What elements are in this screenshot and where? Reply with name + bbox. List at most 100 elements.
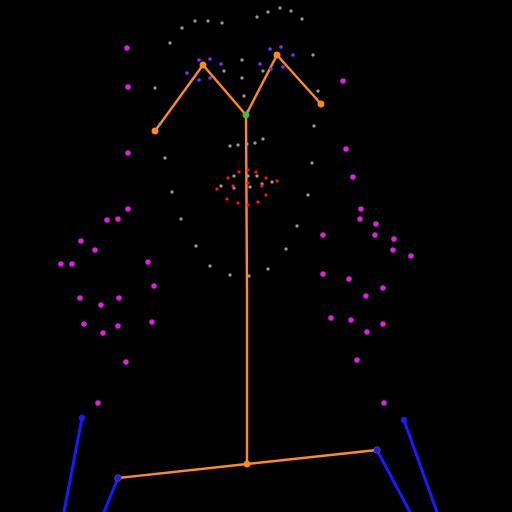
- face-landmark: [266, 10, 270, 14]
- face-landmark: [194, 244, 198, 248]
- face-landmark: [219, 184, 223, 188]
- hand-landmark: [372, 232, 378, 238]
- face-landmark: [240, 76, 244, 80]
- face-landmark: [236, 143, 240, 147]
- hand-landmark: [363, 293, 369, 299]
- eye-landmark: [258, 62, 262, 66]
- eye-landmark: [281, 65, 285, 69]
- body-joint: [151, 127, 159, 135]
- face-landmark: [311, 53, 315, 57]
- leg-bone: [102, 476, 120, 512]
- face-landmark: [158, 122, 162, 126]
- face-landmark: [232, 174, 236, 178]
- leg-bone: [62, 416, 84, 512]
- mouth-landmark: [275, 179, 279, 183]
- mouth-landmark: [264, 193, 268, 197]
- face-landmark: [247, 274, 251, 278]
- face-landmark: [270, 180, 274, 184]
- body-joint: [243, 460, 251, 468]
- neck-joint: [242, 111, 250, 119]
- hand-landmark: [78, 238, 84, 244]
- hand-landmark: [328, 315, 334, 321]
- hand-landmark: [115, 216, 121, 222]
- hand-landmark: [348, 317, 354, 323]
- hand-landmark: [151, 283, 157, 289]
- hand-landmark: [58, 261, 64, 267]
- hand-landmark: [125, 150, 131, 156]
- hand-landmark: [95, 400, 101, 406]
- body-bone: [116, 462, 249, 480]
- face-landmark: [255, 15, 259, 19]
- mouth-landmark: [236, 201, 240, 205]
- leg-bone: [402, 418, 439, 512]
- face-landmark: [310, 161, 314, 165]
- face-landmark: [228, 144, 232, 148]
- hand-landmark: [364, 329, 370, 335]
- hand-landmark: [124, 45, 130, 51]
- face-landmark: [278, 6, 282, 10]
- face-landmark: [153, 86, 157, 90]
- hand-landmark: [320, 271, 326, 277]
- leg-bone: [375, 448, 412, 512]
- hand-landmark: [390, 247, 396, 253]
- mouth-landmark: [246, 181, 250, 185]
- hand-landmark: [358, 206, 364, 212]
- face-landmark: [253, 141, 257, 145]
- hand-landmark: [408, 253, 414, 259]
- mouth-landmark: [264, 176, 268, 180]
- eye-landmark: [291, 53, 295, 57]
- eye-landmark: [269, 67, 273, 71]
- body-bone: [275, 53, 323, 106]
- face-landmark: [306, 193, 310, 197]
- eye-landmark: [279, 45, 283, 49]
- body-bone: [244, 53, 279, 117]
- face-landmark: [163, 156, 167, 160]
- keypoints: [58, 6, 414, 482]
- face-landmark: [240, 58, 244, 62]
- face-landmark: [246, 174, 250, 178]
- face-landmark: [193, 19, 197, 23]
- hand-landmark: [380, 285, 386, 291]
- face-landmark: [295, 224, 299, 228]
- leg-joint: [400, 416, 408, 424]
- face-landmark: [245, 142, 249, 146]
- face-landmark: [208, 264, 212, 268]
- body-bone: [245, 448, 379, 466]
- body-joint: [199, 61, 207, 69]
- hand-landmark: [149, 319, 155, 325]
- face-landmark: [248, 185, 252, 189]
- hand-landmark: [125, 84, 131, 90]
- mouth-landmark: [231, 184, 235, 188]
- hand-landmark: [373, 221, 379, 227]
- hand-landmark: [77, 295, 83, 301]
- face-landmark: [179, 217, 183, 221]
- face-landmark: [284, 247, 288, 251]
- hand-landmark: [350, 174, 356, 180]
- hand-landmark: [92, 247, 98, 253]
- face-landmark: [255, 174, 259, 178]
- body-bone: [153, 63, 205, 133]
- hand-landmark: [145, 259, 151, 265]
- hand-landmark: [115, 323, 121, 329]
- hand-landmark: [346, 276, 352, 282]
- hand-landmark: [100, 330, 106, 336]
- hand-landmark: [340, 78, 346, 84]
- face-landmark: [266, 267, 270, 271]
- face-landmark: [206, 19, 210, 23]
- hand-landmark: [391, 236, 397, 242]
- eye-landmark: [268, 47, 272, 51]
- mouth-landmark: [256, 200, 260, 204]
- eye-landmark: [208, 57, 212, 61]
- eye-landmark: [208, 76, 212, 80]
- hand-landmark: [320, 232, 326, 238]
- face-landmark: [180, 26, 184, 30]
- face-landmark: [170, 190, 174, 194]
- hand-landmark: [357, 216, 363, 222]
- face-landmark: [312, 124, 316, 128]
- face-landmark: [228, 273, 232, 277]
- mouth-landmark: [246, 203, 250, 207]
- face-landmark: [261, 69, 265, 73]
- body-joint: [317, 100, 325, 108]
- leg-joint: [78, 414, 86, 422]
